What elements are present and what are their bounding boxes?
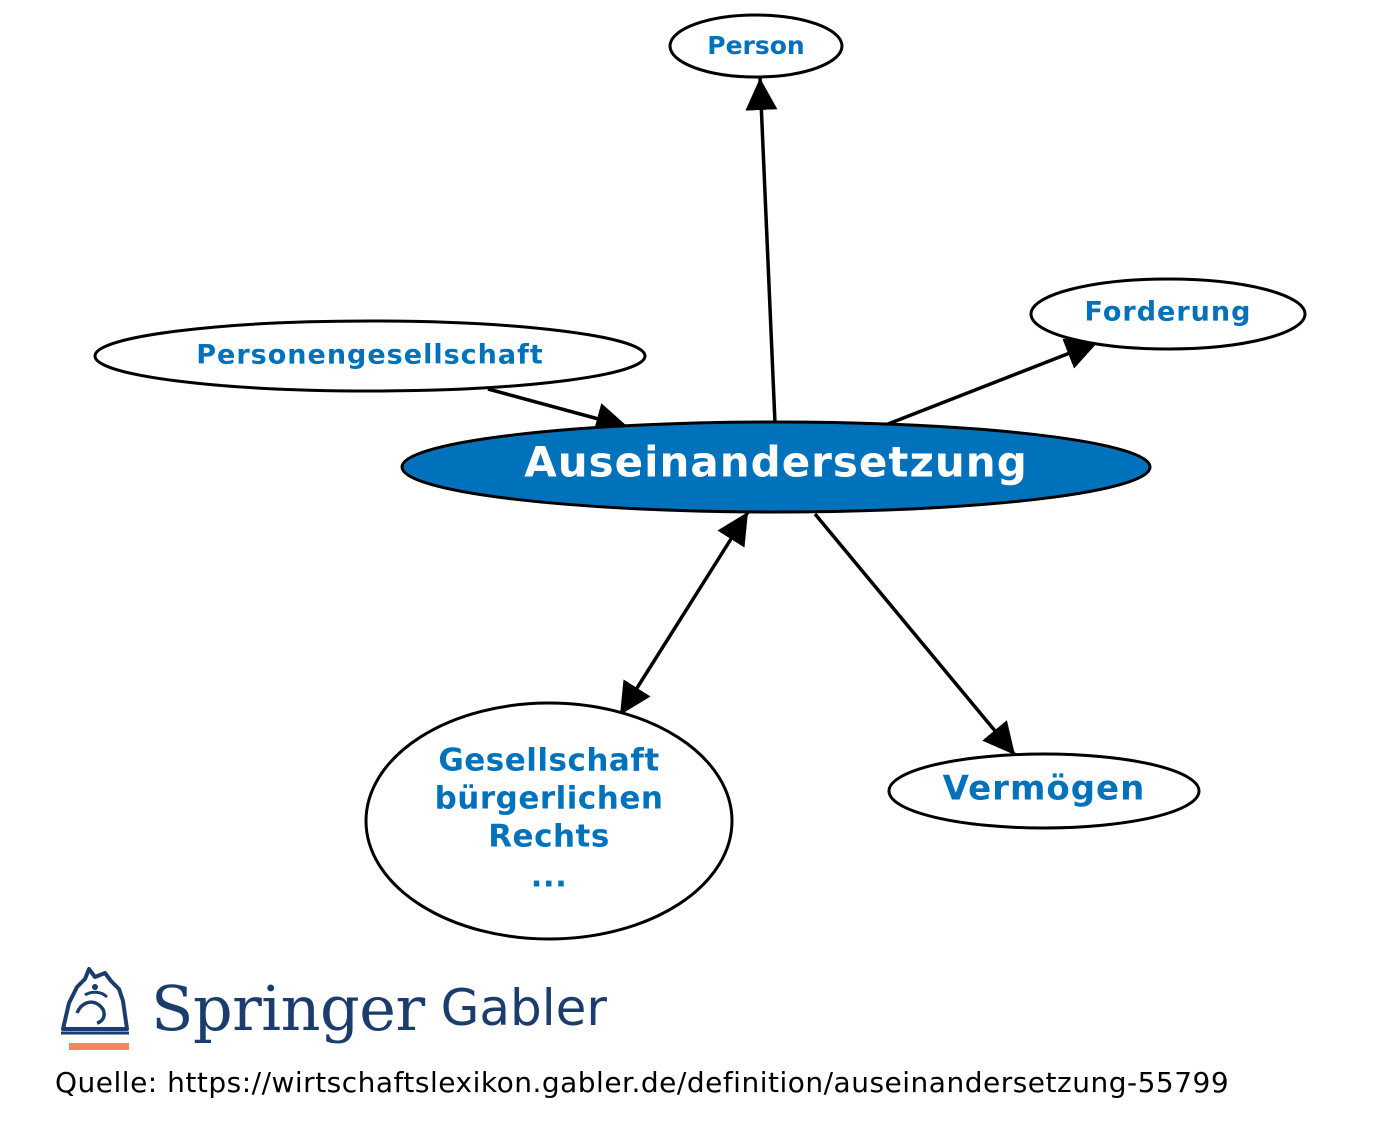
node-auseinandersetzung[interactable]: Auseinandersetzung [400, 420, 1152, 514]
node-gbr-label-line2: bürgerlichen [435, 781, 664, 817]
node-gbr-label-line1: Gesellschaft [438, 743, 659, 779]
node-person-label: Person [707, 31, 804, 60]
node-personengesellschaft[interactable]: Personengesellschaft [93, 319, 647, 393]
node-vermoegen[interactable]: Vermögen [887, 752, 1201, 830]
edge-center-gbr [618, 511, 750, 716]
node-gesellschaft-buergerlichen-rechts[interactable]: Gesellschaft bürgerlichen Rechts ... [364, 701, 734, 941]
node-vermoegen-label: Vermögen [943, 769, 1146, 809]
node-forderung-label: Forderung [1085, 297, 1252, 328]
springer-gabler-logo: Springer Gabler [55, 962, 607, 1054]
edge-center-forderung [887, 338, 1099, 426]
node-gbr-label-line3: Rechts [488, 819, 610, 855]
brand-subname: Gabler [440, 979, 607, 1037]
node-person[interactable]: Person [668, 13, 844, 79]
node-forderung[interactable]: Forderung [1029, 277, 1307, 351]
edge-personengesellschaft-center [487, 387, 629, 435]
edge-center-person [745, 77, 778, 424]
source-caption: Quelle: https://wirtschaftslexikon.gable… [55, 1066, 1230, 1099]
brand-name: Springer [151, 971, 425, 1045]
knight-horse-logo-icon [61, 967, 129, 1050]
edge-center-vermoegen [813, 512, 1017, 757]
concept-diagram: Person Forderung Personengesellschaft Au… [93, 13, 1307, 941]
node-personengesellschaft-label: Personengesellschaft [196, 340, 544, 371]
node-gbr-label-line4: ... [531, 859, 568, 895]
node-auseinandersetzung-label: Auseinandersetzung [524, 438, 1028, 487]
